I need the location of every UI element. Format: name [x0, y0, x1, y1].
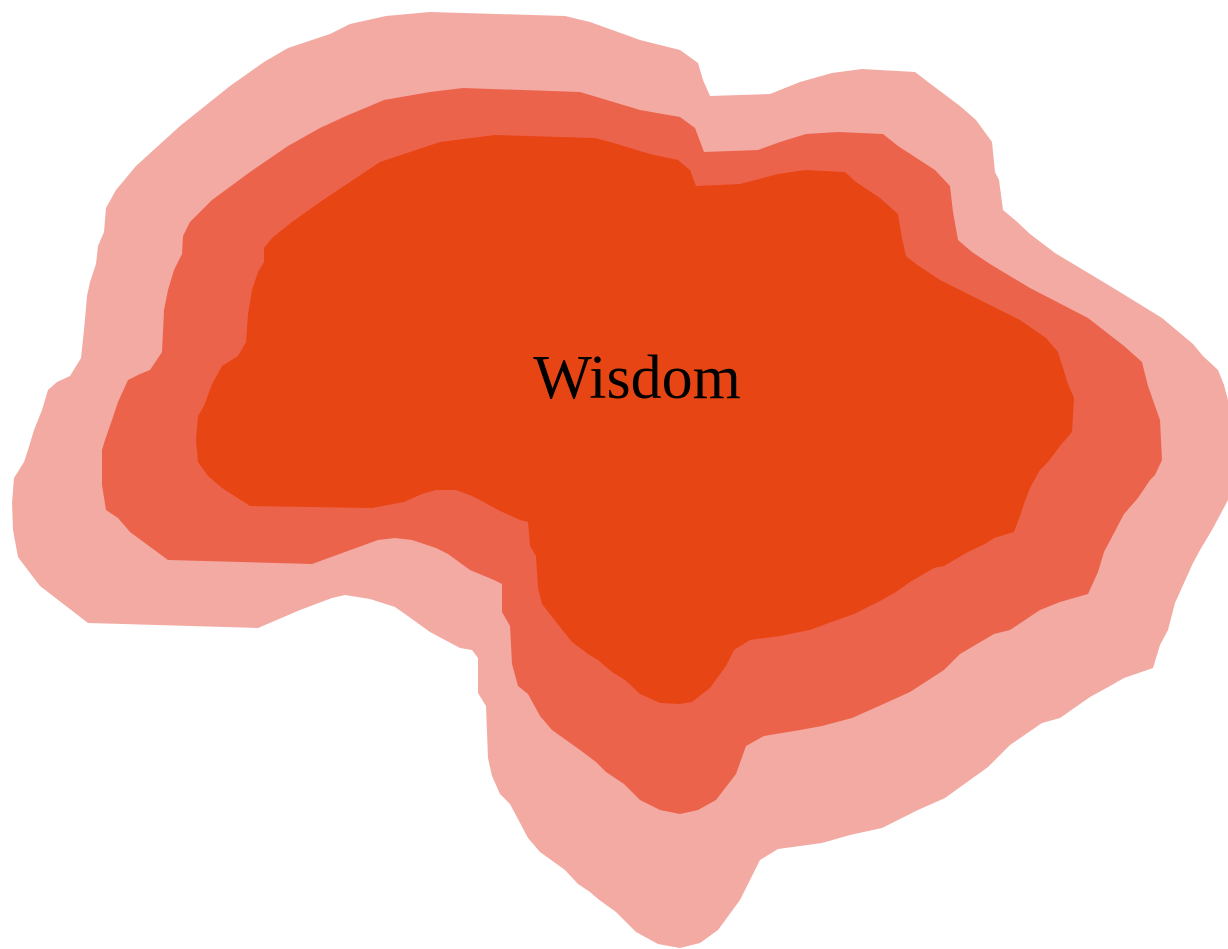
- wisdom-label: Wisdom: [533, 344, 741, 412]
